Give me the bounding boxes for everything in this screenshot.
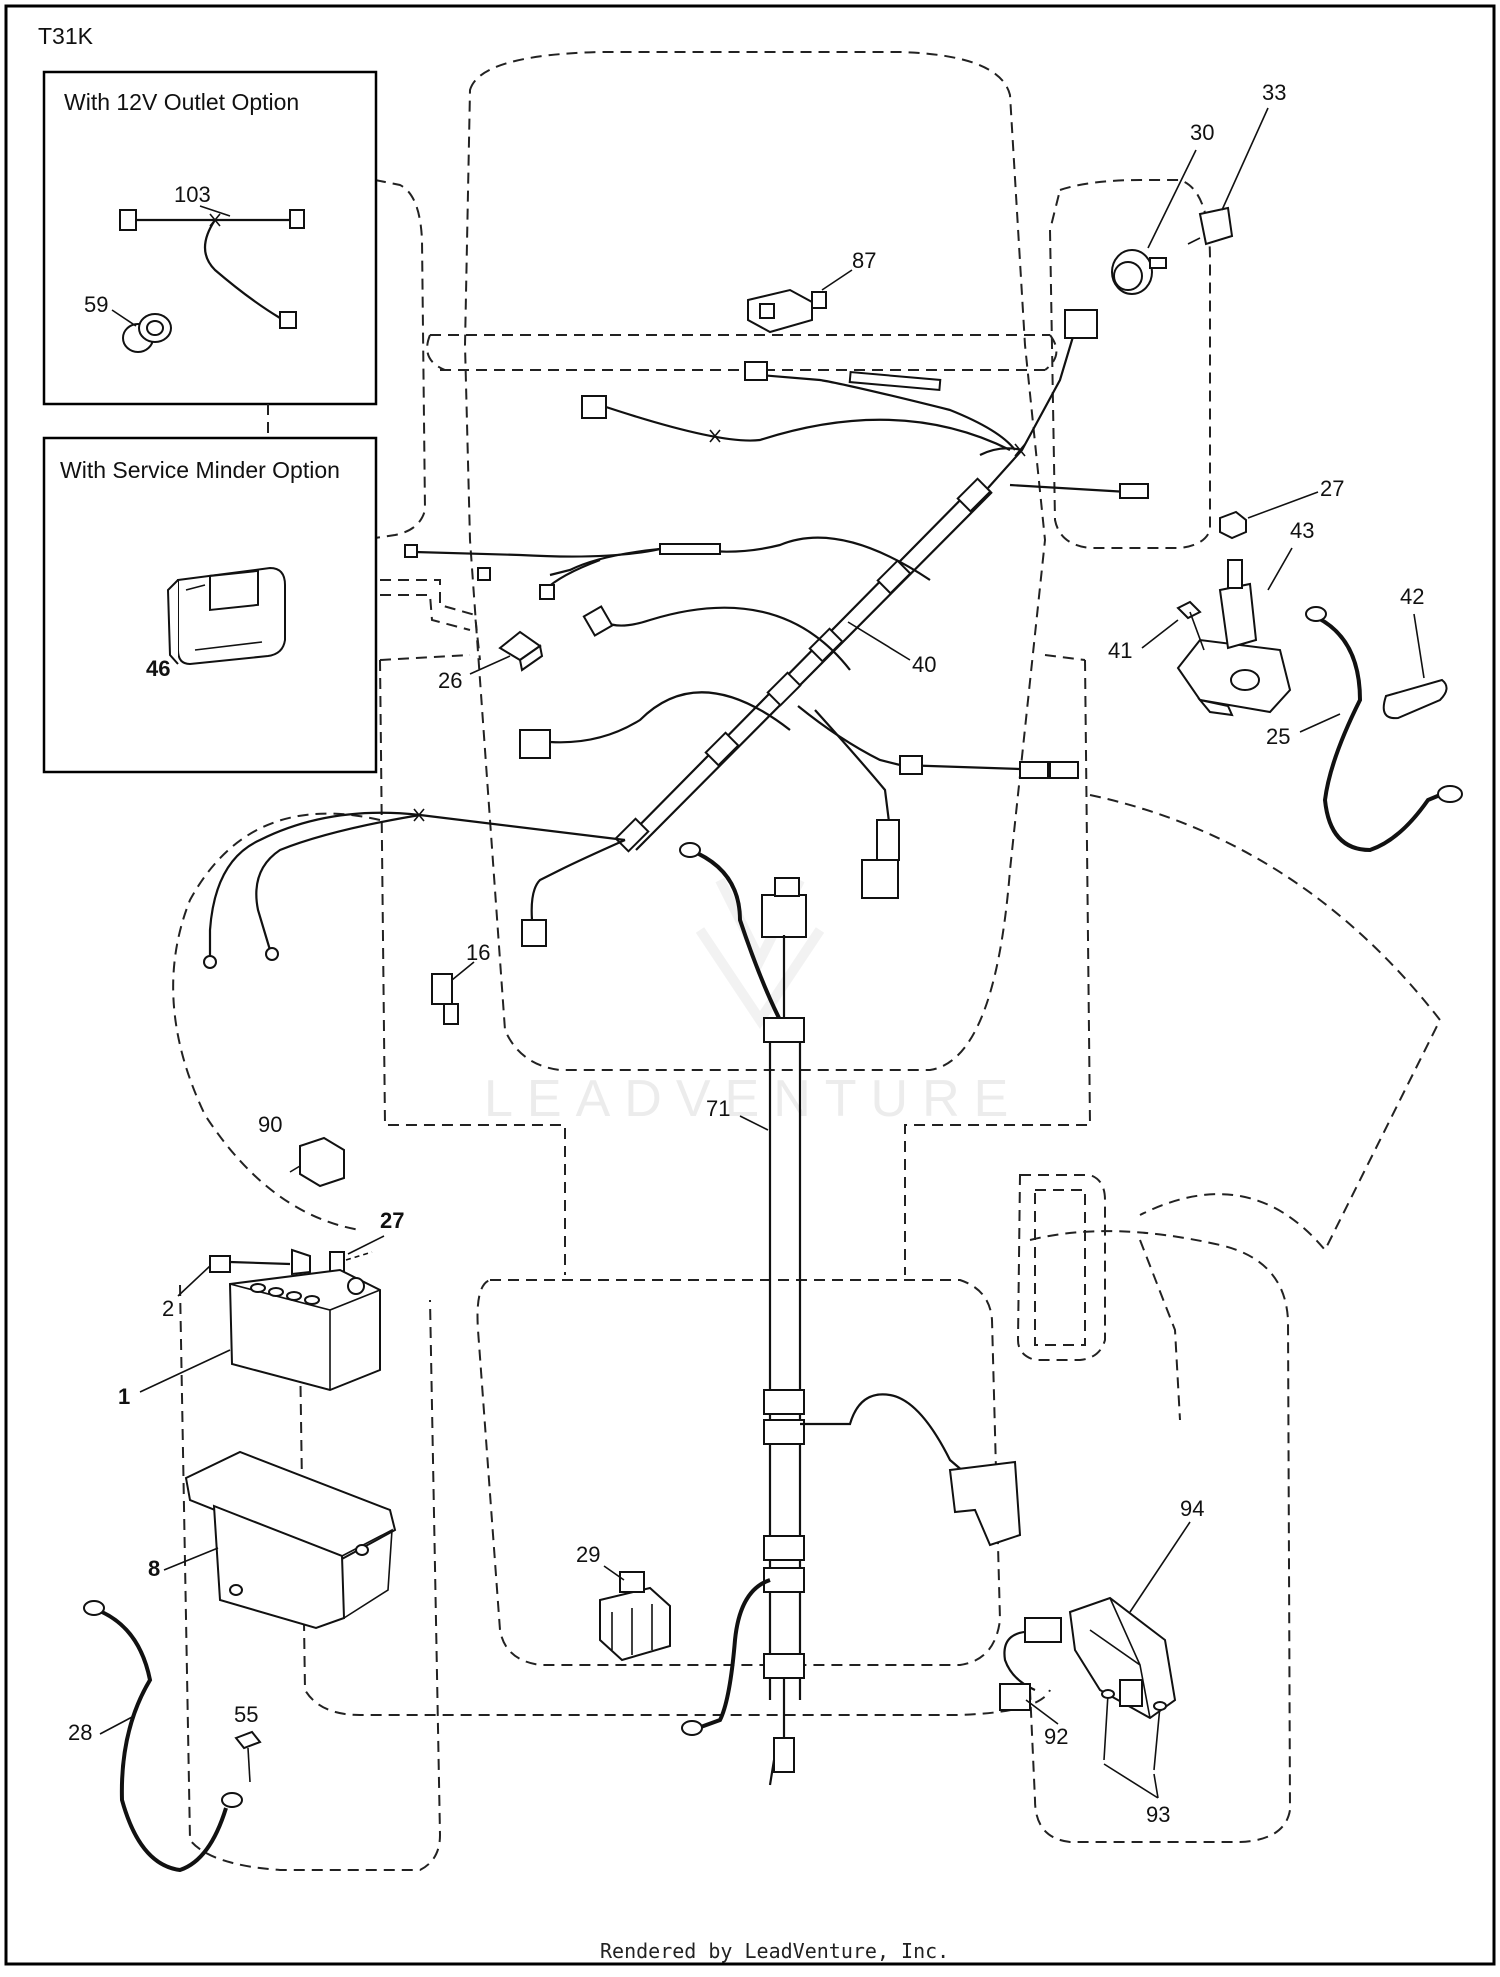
part-8-battery-tray[interactable] bbox=[184, 1450, 397, 1630]
callout-2: 2 bbox=[162, 1296, 174, 1321]
part-55-screw[interactable] bbox=[234, 1730, 262, 1783]
part-87-relay[interactable] bbox=[747, 288, 827, 334]
callout-27-battery: 27 bbox=[380, 1208, 404, 1233]
callout-8: 8 bbox=[148, 1556, 160, 1581]
part-41-bolt[interactable] bbox=[1176, 600, 1205, 651]
part-25-starter-cable[interactable] bbox=[1305, 606, 1463, 853]
callout-94: 94 bbox=[1180, 1496, 1204, 1521]
part-90-switch[interactable] bbox=[289, 1136, 345, 1188]
callout-92: 92 bbox=[1044, 1724, 1068, 1749]
callout-27-top: 27 bbox=[1320, 476, 1344, 501]
part-1-battery[interactable] bbox=[228, 1268, 381, 1392]
callout-28: 28 bbox=[68, 1720, 92, 1745]
callout-1: 1 bbox=[118, 1384, 130, 1409]
part-46-service-minder[interactable] bbox=[166, 566, 286, 666]
tractor-outline bbox=[172, 51, 1442, 1871]
footer-credit: Rendered by LeadVenture, Inc. bbox=[600, 1939, 949, 1963]
part-71-rear-harness[interactable] bbox=[679, 842, 1022, 1786]
part-30-ignition-switch[interactable] bbox=[1111, 249, 1167, 295]
callout-71: 71 bbox=[706, 1096, 730, 1121]
part-33-key[interactable] bbox=[1187, 206, 1234, 246]
inset-12v-outlet: With 12V Outlet Option 59 103 bbox=[42, 70, 378, 406]
callout-87: 87 bbox=[852, 248, 876, 273]
part-27-nut-battery[interactable] bbox=[209, 1248, 373, 1276]
callout-40: 40 bbox=[912, 652, 936, 677]
inset-service-minder-title: With Service Minder Option bbox=[60, 457, 340, 483]
callout-26: 26 bbox=[438, 668, 462, 693]
callout-30: 30 bbox=[1190, 120, 1214, 145]
part-94-control-module[interactable] bbox=[1068, 1596, 1177, 1720]
part-92-module-harness[interactable] bbox=[999, 1617, 1062, 1711]
callout-55: 55 bbox=[234, 1702, 258, 1727]
part-40-main-harness[interactable] bbox=[203, 309, 1149, 969]
part-93-screws[interactable] bbox=[1101, 1689, 1167, 1771]
part-26-fuse[interactable] bbox=[498, 630, 544, 672]
callout-93: 93 bbox=[1146, 1802, 1170, 1827]
callout-43: 43 bbox=[1290, 518, 1314, 543]
part-103-outlet-harness[interactable] bbox=[119, 209, 305, 329]
callout-42: 42 bbox=[1400, 584, 1424, 609]
callout-46: 46 bbox=[146, 656, 170, 681]
part-43-starter-solenoid[interactable] bbox=[1176, 559, 1292, 717]
callout-25: 25 bbox=[1266, 724, 1290, 749]
part-59-power-outlet[interactable] bbox=[122, 313, 172, 353]
callout-41: 41 bbox=[1108, 638, 1132, 663]
callout-29: 29 bbox=[576, 1542, 600, 1567]
part-16-connector[interactable] bbox=[431, 973, 459, 1025]
inset-12v-outlet-title: With 12V Outlet Option bbox=[64, 89, 299, 115]
part-42-terminal-boot[interactable] bbox=[1382, 678, 1448, 720]
diagram-id: T31K bbox=[38, 23, 94, 49]
callout-59: 59 bbox=[84, 292, 108, 317]
callout-33: 33 bbox=[1262, 80, 1286, 105]
inset-service-minder: With Service Minder Option 46 bbox=[42, 436, 378, 774]
callout-103: 103 bbox=[174, 182, 211, 207]
callout-90: 90 bbox=[258, 1112, 282, 1137]
part-28-ground-cable[interactable] bbox=[83, 1600, 243, 1873]
part-27-nut-top[interactable] bbox=[1219, 510, 1247, 540]
part-29-switch[interactable] bbox=[599, 1571, 671, 1662]
callout-16: 16 bbox=[466, 940, 490, 965]
diagram-frame bbox=[4, 4, 1496, 1966]
watermark-text: LEADVENTURE bbox=[484, 1070, 1022, 1128]
